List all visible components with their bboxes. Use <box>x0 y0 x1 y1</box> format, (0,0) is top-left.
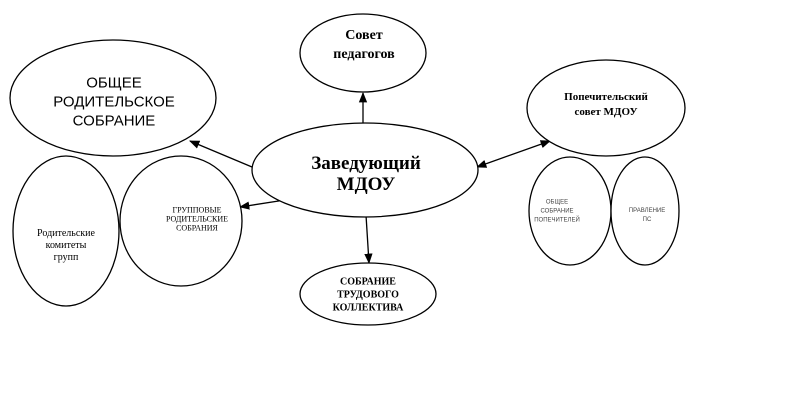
director-label: Заведующий МДОУ <box>311 153 421 195</box>
general-parent-meeting-label: ОБЩЕЕ РОДИТЕЛЬСКОЕ СОБРАНИЕ <box>53 74 175 130</box>
trustees-general-meeting-label: ОБЩЕЕ СОБРАНИЕ ПОПЕЧИТЕЛЕЙ <box>534 199 580 224</box>
parent-committees-label: Родительские комитеты групп <box>37 228 95 263</box>
arrow-director-to-group-parent-meetings <box>238 199 286 210</box>
labor-collective-meeting-ellipse <box>299 262 437 326</box>
labor-collective-meeting-label: СОБРАНИЕ ТРУДОВОГО КОЛЛЕКТИВА <box>332 276 404 314</box>
arrow-director-to-labor-collective-meeting <box>364 214 373 265</box>
board-of-trustees-ellipse <box>526 59 686 157</box>
teachers-council-ellipse <box>299 13 427 93</box>
arrow-director-to-general-parent-meeting <box>189 140 253 168</box>
director-ellipse <box>251 122 479 218</box>
teachers-council-label: Совет педагогов <box>333 28 395 62</box>
board-management-label: ПРАВЛЕНИЕ ПС <box>628 208 666 223</box>
group-parent-meetings-ellipse <box>119 155 243 287</box>
arrow-director-board-of-trustees <box>476 140 551 168</box>
group-parent-meetings-label: ГРУППОВЫЕ РОДИТЕЛЬСКИЕ СОБРАНИЯ <box>166 205 228 233</box>
parent-committees-ellipse <box>12 155 120 307</box>
board-management-ellipse <box>610 156 680 266</box>
board-of-trustees-label: Попечительский совет МДОУ <box>564 91 648 118</box>
general-parent-meeting-ellipse <box>9 39 217 157</box>
